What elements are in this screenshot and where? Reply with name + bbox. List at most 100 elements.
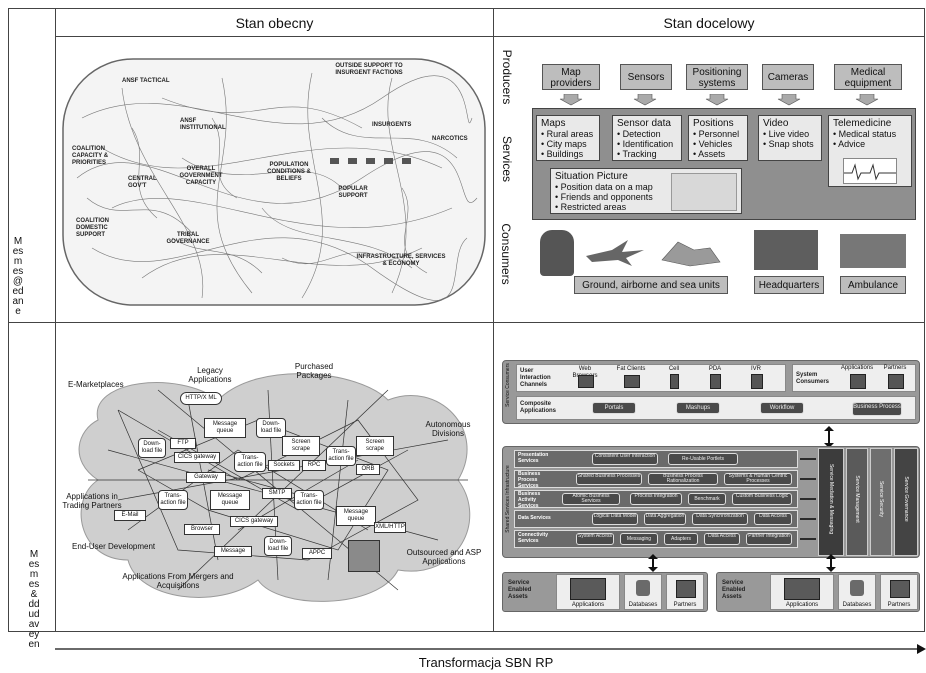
- service-telemedicine-item: • Medical status: [833, 129, 897, 139]
- grid-mid-horizontal: [8, 322, 925, 323]
- applications-icon: [570, 578, 606, 600]
- col-governance: [894, 448, 918, 556]
- channel-pda: PDA: [708, 366, 722, 372]
- service-situation-picture: Situation Picture • Position data on a m…: [550, 168, 742, 214]
- node-cics-gateway: CICS gateway: [230, 516, 278, 527]
- outsourced-server-icon: [348, 540, 380, 572]
- channels-row: [516, 364, 786, 392]
- data-item: Data Access: [754, 513, 792, 525]
- infra-assets-arrow-right: [826, 554, 836, 572]
- label-e-marketplaces: E-Marketplaces: [68, 380, 124, 389]
- node-transaction-file: Trans-action file: [294, 490, 324, 510]
- row-label-consumers: Consumers: [499, 223, 513, 285]
- grid-top-outer: [8, 8, 56, 9]
- fat-client-icon: [624, 375, 640, 388]
- producer-sensors: Sensors: [620, 64, 672, 90]
- current-state-diagram: ANSF TACTICAL ANSF INSTITUTIONAL OUTSIDE…: [62, 58, 486, 306]
- soldier-image: [540, 230, 574, 276]
- bp-item: Shared Business Processes: [576, 473, 642, 485]
- service-video: Video • Live video • Snap shots: [758, 115, 822, 161]
- applications-icon: [850, 374, 866, 389]
- composite-portals: Portals: [592, 402, 636, 414]
- label-ansf-institutional: ANSF INSTITUTIONAL: [180, 118, 226, 131]
- consumers-infra-arrow: [824, 426, 834, 448]
- label-outside-support: OUTSIDE SUPPORT TO INSURGENT FACTIONS: [335, 63, 403, 76]
- soa-reference-architecture: Service Consumers User Interaction Chann…: [500, 360, 922, 616]
- service-positions: Positions • Personnel • Vehicles • Asset…: [688, 115, 748, 161]
- label-trading-partners: Applications in Trading Partners: [62, 492, 122, 510]
- aircraft-image: [586, 240, 644, 266]
- col-security: [870, 448, 892, 556]
- consumer-units: Ground, airborne and sea units: [574, 276, 728, 294]
- service-maps-item: • City maps: [541, 139, 587, 149]
- row-label-services: Services: [500, 135, 514, 182]
- composite-business-process: Business Process: [852, 402, 902, 416]
- grid-left-outer: [8, 8, 9, 632]
- legacy-integration-diagram: E-Marketplaces Legacy Applications Purch…: [58, 360, 488, 624]
- channel-ivr: IVR: [750, 366, 761, 372]
- ivr-phone-icon: [751, 374, 763, 389]
- node-message-queue: Message queue: [204, 418, 246, 438]
- layer-connectivity-name: Connectivity Services: [518, 532, 549, 544]
- grid-bottom-outer: [8, 631, 925, 632]
- layer-business-process-name: Business Process Services: [518, 471, 541, 489]
- service-sensor-item: • Tracking: [617, 149, 657, 159]
- label-tribal-governance: TRIBAL GOVERNANCE: [166, 232, 210, 245]
- consumer-headquarters: Headquarters: [754, 276, 824, 294]
- node-transaction-file: Trans-action file: [326, 446, 356, 466]
- data-item: Data Synchronization: [692, 513, 748, 525]
- service-positions-title: Positions: [693, 118, 734, 129]
- situation-item: • Friends and opponents: [555, 192, 653, 202]
- system-consumers-label: System Consumers: [796, 372, 830, 385]
- producer-medical: Medical equipment: [834, 64, 902, 90]
- service-video-item: • Snap shots: [763, 139, 814, 149]
- ecg-image: [843, 158, 897, 184]
- database-icon: [850, 580, 864, 596]
- sys-applications: Applications: [840, 365, 874, 371]
- grid-mid-vertical: [493, 8, 494, 632]
- ba-item: Benchmark: [688, 493, 726, 505]
- composite-mashups: Mashups: [676, 402, 720, 414]
- service-telemedicine-item: • Advice: [833, 139, 866, 149]
- ship-image: [661, 241, 721, 267]
- label-popular-support: POPULAR SUPPORT: [338, 186, 368, 199]
- node-ftp: FTP: [170, 438, 196, 449]
- asset-applications-label: Applications: [785, 602, 819, 608]
- left-axis-top-label: Mesmes@edane: [12, 236, 24, 317]
- node-gateway: Gateway: [186, 472, 226, 483]
- producer-cameras: Cameras: [762, 64, 814, 90]
- service-sensor-data: Sensor data • Detection • Identification…: [612, 115, 682, 161]
- col-mediation-label: Service Mediation & Messaging: [828, 463, 834, 535]
- data-item: Logical Data Model: [592, 513, 638, 525]
- pres-item: Consistent User Interaction: [592, 453, 658, 465]
- col-security-label: Service Security: [878, 480, 884, 518]
- node-screen-scrape: Screen scrape: [282, 436, 320, 456]
- conn-item: System Access: [576, 533, 614, 545]
- applications-icon: [784, 578, 820, 600]
- service-telemedicine-title: Telemedicine: [833, 118, 892, 129]
- ambulance-image: [840, 234, 906, 268]
- infrastructure-label: Shared Services Infrastructure: [505, 465, 511, 533]
- composite-workflow: Workflow: [760, 402, 804, 414]
- col-governance-label: Service Governance: [903, 476, 909, 522]
- situation-item: • Restricted areas: [555, 202, 627, 212]
- channel-fat-clients: Fat Clients: [616, 366, 646, 372]
- partners-icon: [890, 580, 910, 598]
- bp-item: Business Process Rationalization: [648, 473, 718, 485]
- service-positions-item: • Personnel: [693, 129, 740, 139]
- label-legacy-applications: Legacy Applications: [188, 366, 232, 384]
- label-central-govt: CENTRAL GOV'T: [128, 176, 157, 189]
- channel-cell: Cell: [668, 366, 680, 372]
- node-download-file: Down-load file: [138, 438, 166, 458]
- node-screen-scrape: Screen scrape: [356, 436, 394, 456]
- conn-item: Partner Integration: [746, 533, 792, 545]
- data-item: Data Aggregation: [644, 513, 686, 525]
- conn-item: Messaging: [620, 533, 658, 545]
- col-management: [846, 448, 868, 556]
- channels-label: User Interaction Channels: [520, 368, 551, 388]
- node-http-xml: HTTP/X ML: [180, 392, 222, 405]
- left-axis-bottom-label: Mesmes&ddudaveyen: [28, 549, 40, 650]
- label-insurgents: INSURGENTS: [372, 122, 412, 128]
- node-message-queue: Message queue: [210, 490, 250, 510]
- conn-item: Adapters: [664, 533, 698, 545]
